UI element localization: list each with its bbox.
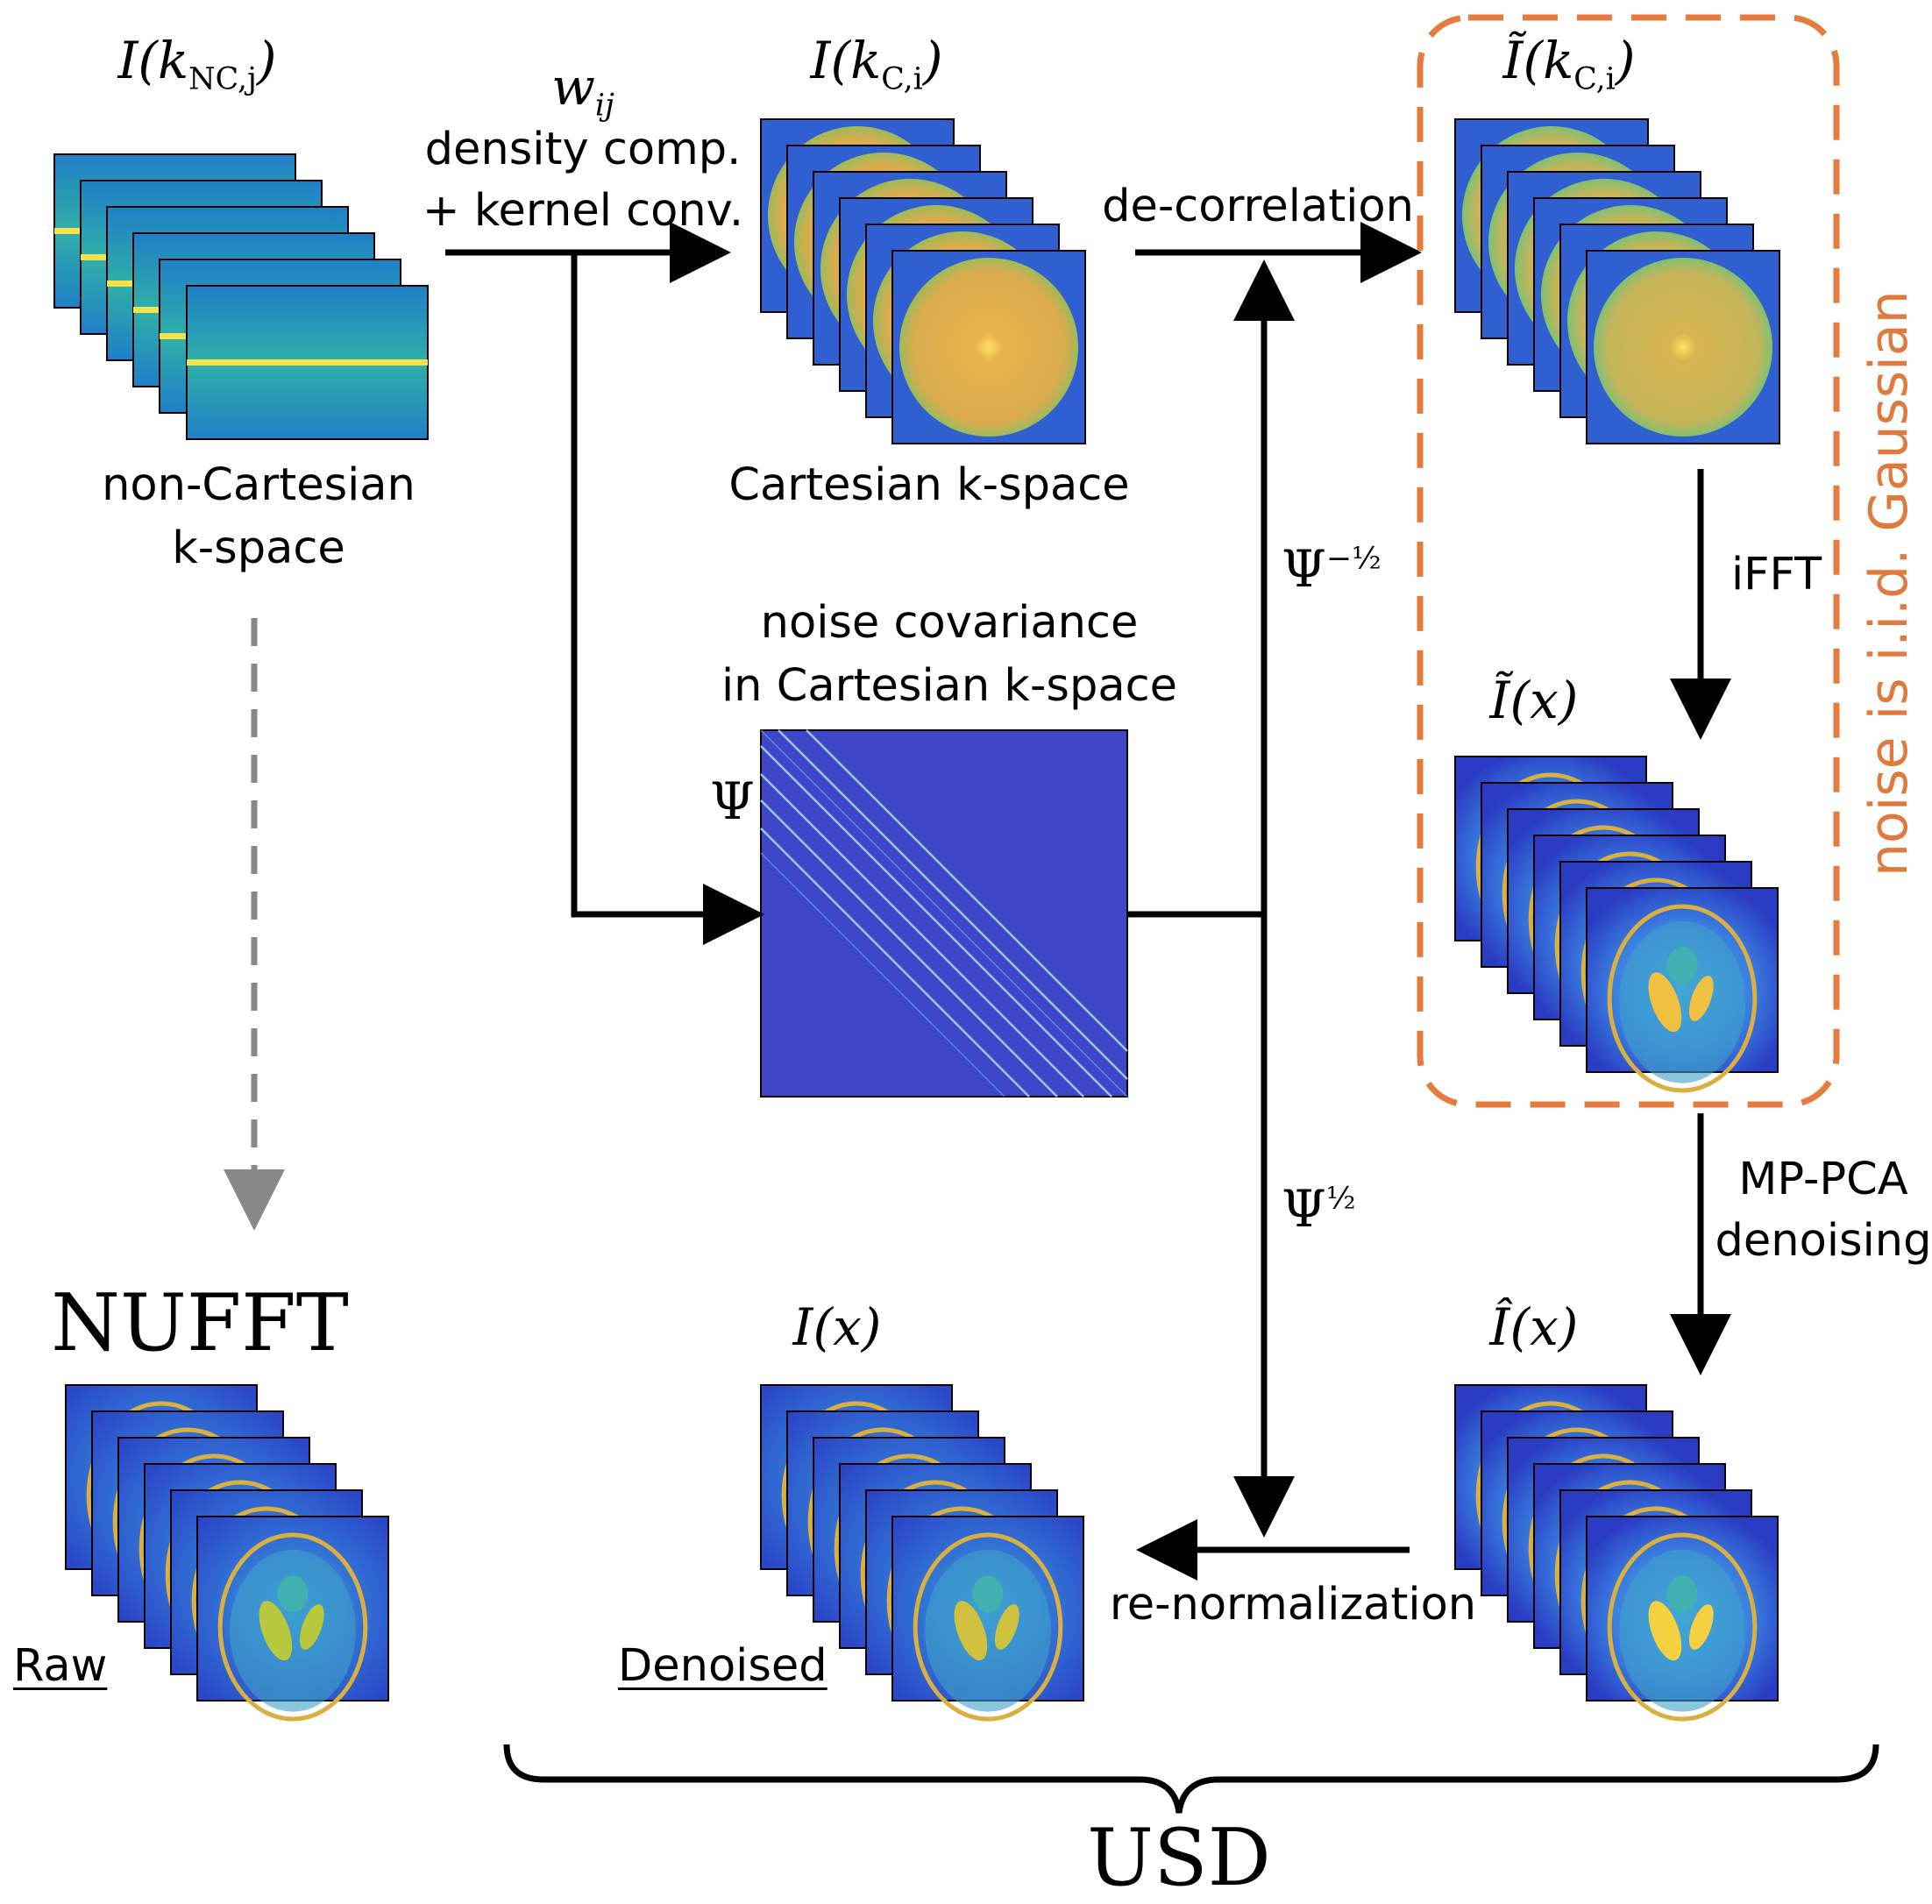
label-psi-minus-half: Ψ−½ [1282, 539, 1382, 599]
label-nufft: NUFFT [51, 1277, 349, 1369]
denoised-image-stack [760, 1384, 1084, 1722]
iid-gaussian-region [1417, 14, 1840, 1108]
label-cartesian-kspace: Cartesian k-space [728, 459, 1130, 511]
arrows [445, 222, 1731, 1581]
label-i-kc: I(kC,i) [810, 31, 943, 97]
label-w-ij: wij [551, 57, 614, 124]
label-re-normalization: re-normalization [1109, 1579, 1477, 1630]
label-non-cartesian-1: non-Cartesian [102, 459, 416, 511]
mppca-image-stack [1454, 1384, 1779, 1722]
label-i-hat-x: Î(x) [1489, 1297, 1579, 1357]
label-noise-iid-gaussian: noise is i.i.d. Gaussian [1858, 290, 1920, 877]
label-i-knc: I(kNC,j) [117, 31, 277, 97]
label-i-tilde-kc: Ĩ(kC,i) [1502, 31, 1636, 97]
label-noise-covariance-1: noise covariance [760, 597, 1139, 649]
label-noise-covariance-2: in Cartesian k-space [721, 660, 1177, 712]
label-usd: USD [1087, 1812, 1271, 1904]
label-de-correlation: de-correlation [1102, 181, 1414, 232]
label-ifft: iFFT [1731, 549, 1822, 600]
label-mppca-1: MP-PCA [1738, 1154, 1908, 1205]
cartesian-kspace-stack [760, 118, 1086, 444]
label-mppca-2: denoising [1715, 1215, 1932, 1267]
noise-covariance-matrix [760, 729, 1128, 1098]
noncartesian-kspace-stack [53, 153, 429, 440]
label-raw: Raw [13, 1640, 108, 1692]
raw-image-stack [65, 1384, 389, 1722]
label-i-x: I(x) [792, 1297, 882, 1357]
decorrelated-kspace-stack [1454, 118, 1780, 444]
label-psi-half: Ψ½ [1282, 1179, 1356, 1239]
label-kernel-conv: + kernel conv. [422, 185, 744, 237]
label-density-comp: density comp. [424, 124, 742, 175]
label-non-cartesian-2: k-space [172, 522, 345, 574]
label-psi: Ψ [710, 771, 755, 831]
label-denoised: Denoised [618, 1640, 827, 1692]
whitened-image-stack [1454, 756, 1779, 1093]
usd-brace [503, 1744, 1879, 1814]
label-i-tilde-x: Ĩ(x) [1489, 671, 1579, 730]
